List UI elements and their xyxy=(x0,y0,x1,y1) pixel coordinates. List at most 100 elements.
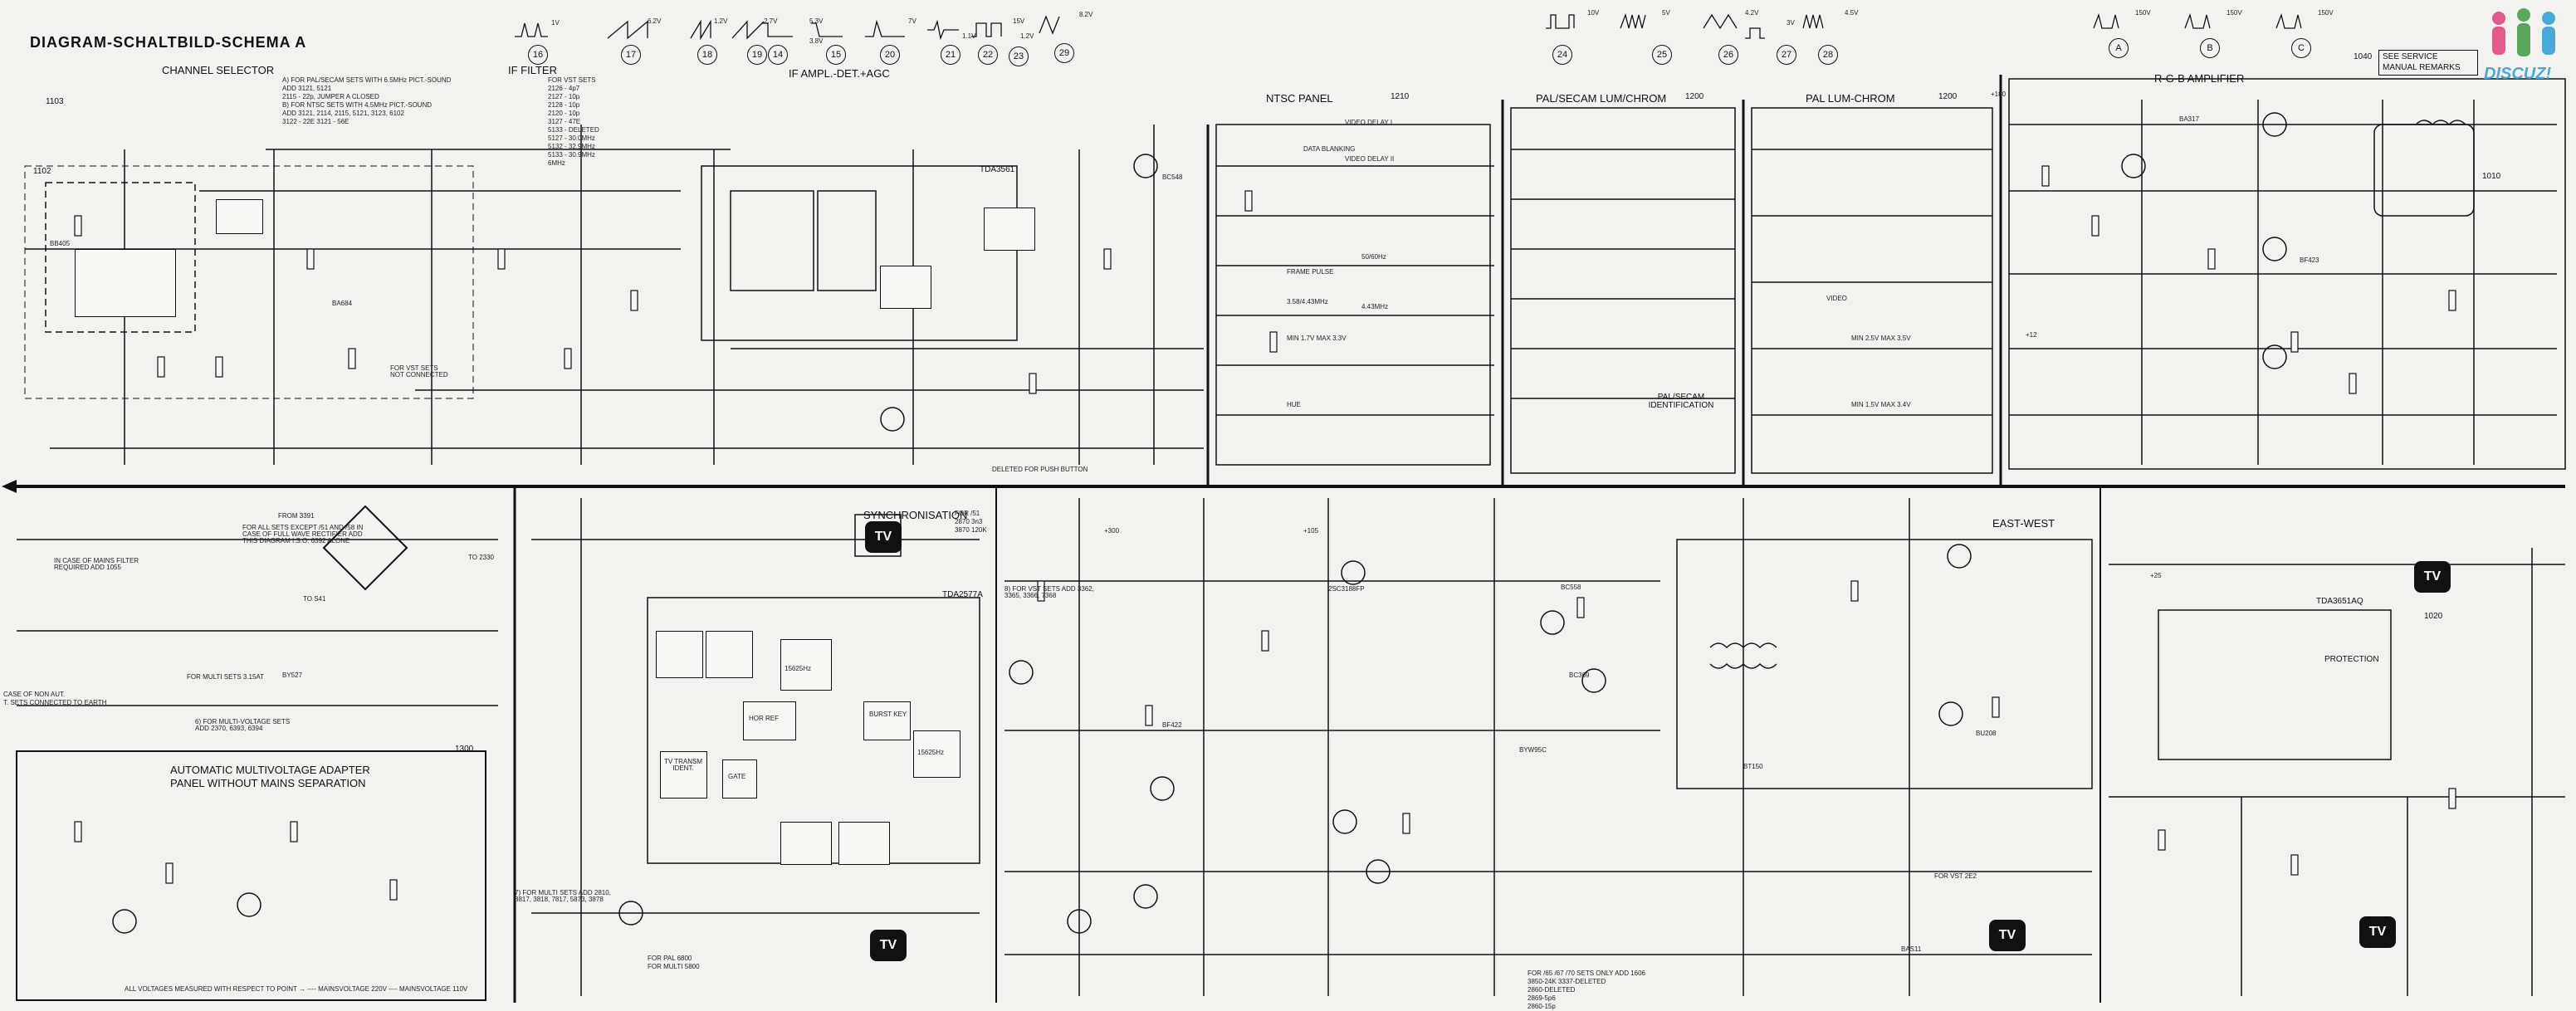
waveform-20-voltage: 7V xyxy=(908,17,917,25)
panel-number-1010: 1010 xyxy=(2482,172,2501,181)
vst-note: FOR VST SETS NOT CONNECTED xyxy=(390,364,448,379)
waveform-27: 27 3V xyxy=(1743,19,1796,65)
waveform-16-voltage: 1V xyxy=(551,19,560,27)
panel-number-1103: 1103 xyxy=(46,97,64,106)
waveform-29-voltage: 8.2V xyxy=(1079,11,1093,18)
waveform-21: 21 1.1V xyxy=(926,18,976,65)
section-rgb-amp: R-G-B AMPLIFIER xyxy=(2154,72,2245,85)
hor-ref-label: HOR REF xyxy=(749,715,779,722)
waveform-15-number: 15 xyxy=(826,45,846,65)
ic-tda2577-label: TDA2577A xyxy=(942,590,983,599)
diagram-title: DIAGRAM-SCHALTBILD-SCHEMA A xyxy=(30,34,307,51)
rail-plus25: +25 xyxy=(2150,572,2162,579)
waveform-27-voltage: 3V xyxy=(1787,19,1795,27)
waveform-28-voltage: 4.5V xyxy=(1845,9,1859,17)
sync-add-note: FOR /51 2870 3n3 3870 120K xyxy=(955,510,987,534)
by527-label: BY527 xyxy=(282,672,303,679)
to-s41-label: TO S41 xyxy=(303,595,326,603)
t2sc3188-label: 2SC3188FP xyxy=(1328,585,1365,593)
multi-note: FOR MULTI SETS 3.15AT xyxy=(187,673,265,681)
tuner-block xyxy=(75,249,176,317)
waveform-21-voltage: 1.1V xyxy=(962,32,976,40)
waveform-23-number: 23 xyxy=(1009,46,1029,66)
pal-min-max-2: MIN 1.5V MAX 3.4V xyxy=(1851,401,1911,408)
waveform-18: 18 1.2V xyxy=(689,18,739,65)
waveform-29: 29 8.2V xyxy=(1038,8,1092,63)
ba684-label: BA684 xyxy=(332,300,353,307)
panel-number-1300: 1300 xyxy=(455,745,474,754)
rail-plus180: +180 xyxy=(1991,90,2007,98)
section-east-west: EAST-WEST xyxy=(1992,517,2055,530)
all-voltages-note: ALL VOLTAGES MEASURED WITH RESPECT TO PO… xyxy=(125,985,468,993)
sync-phase-block xyxy=(706,631,753,678)
gate-block: GATE xyxy=(722,759,757,799)
waveform-25-voltage: 5V xyxy=(1662,9,1670,17)
panel-number-1200b: 1200 xyxy=(1938,92,1958,101)
channel-selector-amp-block xyxy=(216,199,263,234)
waveform-b-label: B xyxy=(2200,38,2220,58)
bas11-label: BAS11 xyxy=(1901,945,1922,953)
ntsc-min-max: MIN 1.7V MAX 3.3V xyxy=(1287,335,1347,342)
waveform-a-label: A xyxy=(2109,38,2129,58)
waveform-20: 20 7V xyxy=(863,18,917,65)
waveform-14-number: 14 xyxy=(768,45,788,65)
waveform-26-number: 26 xyxy=(1718,45,1738,65)
pal-min-max: MIN 2.5V MAX 3.5V xyxy=(1851,335,1911,342)
waveform-16-number: 16 xyxy=(528,45,548,65)
panel-number-1102: 1102 xyxy=(33,167,51,176)
waveform-16: 16 1V xyxy=(513,18,563,65)
waveform-15-voltage: 3.8V xyxy=(809,37,824,45)
ntsc-data-blanking: DATA BLANKING xyxy=(1303,145,1356,153)
waveform-a-voltage: 150V xyxy=(2135,9,2151,17)
section-multivoltage: AUTOMATIC MULTIVOLTAGE ADAPTER PANEL WIT… xyxy=(170,764,370,790)
panel-number-1210: 1210 xyxy=(1391,92,1410,101)
rail-plus300: +300 xyxy=(1104,527,1120,535)
section-if-ampl: IF AMPL.-DET.+AGC xyxy=(789,67,890,80)
bc548-label: BC548 xyxy=(1162,173,1183,181)
freq-15625-label: 15625Hz xyxy=(917,749,945,756)
voltage-note: FOR ALL SETS EXCEPT /51 AND /58 IN CASE … xyxy=(242,524,364,545)
bt150-label: BT150 xyxy=(1743,763,1763,770)
service-note: SEE SERVICE MANUAL REMARKS xyxy=(2378,50,2478,76)
byw95c-label: BYW95C xyxy=(1519,746,1547,754)
waveform-25-number: 25 xyxy=(1652,45,1672,65)
waveform-20-number: 20 xyxy=(880,45,900,65)
waveform-c-label: C xyxy=(2291,38,2311,58)
bc369-label: BC369 xyxy=(1569,672,1590,679)
section-ntsc-panel: NTSC PANEL xyxy=(1266,92,1333,105)
sync-sawtooth-block xyxy=(656,631,703,678)
multi-sets-add-note: 7) FOR MULTI SETS ADD 2810, 3817, 3818, … xyxy=(515,889,611,903)
osc-15625-label: 15625Hz xyxy=(785,665,812,672)
waveform-26-voltage: 4.2V xyxy=(1745,9,1759,17)
waveform-19-number: 19 xyxy=(747,45,767,65)
waveform-29-number: 29 xyxy=(1054,43,1074,63)
freq-15625-block: 15625Hz xyxy=(913,730,961,778)
hor-ref-block: HOR REF xyxy=(743,701,796,740)
section-pal-secam: PAL/SECAM LUM/CHROM xyxy=(1536,92,1667,105)
section-channel-selector: CHANNEL SELECTOR xyxy=(162,64,275,76)
waveform-a: A 150V xyxy=(2092,10,2151,58)
waveform-19-voltage: 2.7V xyxy=(764,17,778,25)
waveform-15: 15 3.8V xyxy=(809,18,851,65)
vst-2e2-note: FOR VST 2E2 xyxy=(1934,872,1977,880)
tv-transm-ident-label: TV TRANSM IDENT. xyxy=(663,758,703,772)
waveform-18-number: 18 xyxy=(697,45,717,65)
bc558-label: BC558 xyxy=(1561,584,1581,591)
channel-selector-notes: A) FOR PAL/SECAM SETS WITH 6.5MHz PICT.-… xyxy=(282,76,452,125)
ba317-label: BA317 xyxy=(2179,115,2200,123)
waveform-c-voltage: 150V xyxy=(2318,9,2334,17)
tv-badge-eastwest: TV xyxy=(1989,920,2026,951)
waveform-22: 22 15V xyxy=(970,18,1024,65)
section-synchronisation: SYNCHRONISATION xyxy=(863,509,968,521)
section-if-filter: IF FILTER xyxy=(508,64,557,76)
waveform-27-number: 27 xyxy=(1777,45,1796,65)
from-3391-label: FROM 3391 xyxy=(278,512,315,520)
vst-sets-add-note: 8) FOR VST SETS ADD 3362, 3365, 3366, 73… xyxy=(1004,585,1094,599)
sync-output-block xyxy=(780,822,832,865)
burst-key-label: BURST KEY xyxy=(869,711,907,718)
waveform-22-voltage: 15V xyxy=(1013,17,1025,25)
bb405-label: BB405 xyxy=(50,240,71,247)
sync-oscillator-block xyxy=(780,639,832,691)
